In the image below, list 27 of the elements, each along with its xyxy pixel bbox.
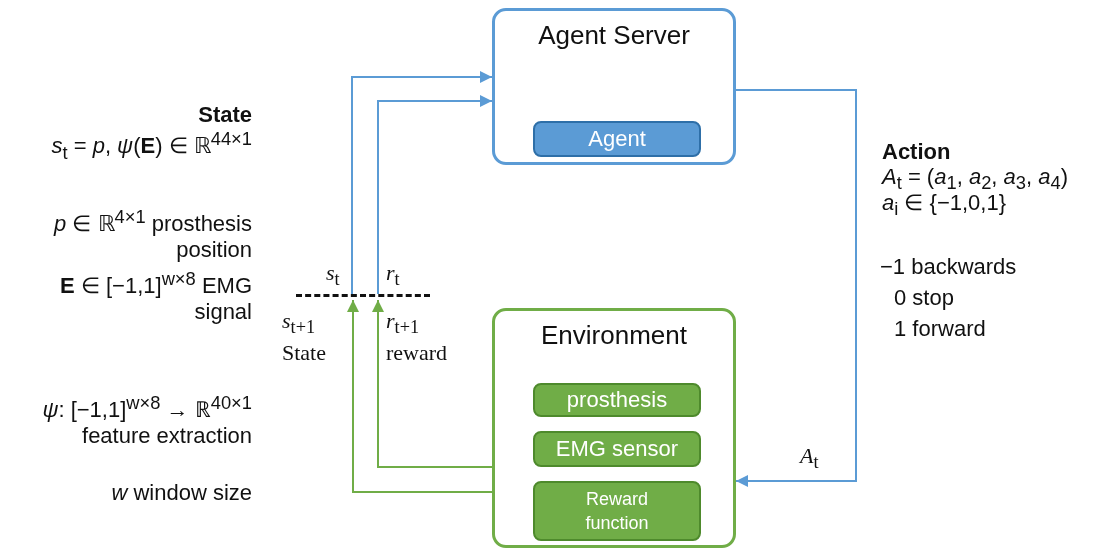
definition-text: 1 forward <box>894 316 987 342</box>
definition-text: 0 stop <box>894 285 955 311</box>
formula-text: s$_{t}$ = p, ψ(E) ∈ ℝ$^{44×1}$ <box>50 127 252 165</box>
definition-text: −1 backwards <box>880 254 1018 280</box>
server-box: Agent Server Agent <box>492 8 736 165</box>
dashed-separator-line <box>296 294 430 298</box>
definition-text: ψ: [−1,1]$^{w×8}$ → ℝ$^{40×1}$ feature extraction <box>41 391 252 450</box>
component-box: EMG sensor <box>533 431 701 467</box>
heading: State <box>197 102 252 128</box>
edge-label: s$_{t}$ <box>326 260 340 292</box>
definition-text: p ∈ ℝ$^{4×1}$ prosthesis position <box>52 205 252 264</box>
edge-label: A$_{t}$ <box>800 443 819 475</box>
edge-label: r$_{t+1}$ reward <box>386 308 449 367</box>
component-box: Agent <box>533 121 701 157</box>
edge-label: r$_{t}$ <box>386 260 400 292</box>
component-box: Reward function <box>533 481 701 541</box>
arrow <box>372 299 493 468</box>
arrow <box>347 299 493 493</box>
heading: Action <box>882 139 952 165</box>
edge-label: s$_{t+1}$ State <box>282 308 327 367</box>
arrow <box>377 95 493 295</box>
arrow <box>735 89 857 487</box>
environment-box: Environment prosthesis EMG sensor Reward function <box>492 308 736 548</box>
definition-text: w window size <box>110 480 252 506</box>
arrow <box>351 71 493 295</box>
definition-text: E ∈ [−1,1]$^{w×8}$ EMG signal <box>59 267 252 326</box>
component-box: prosthesis <box>533 383 701 417</box>
